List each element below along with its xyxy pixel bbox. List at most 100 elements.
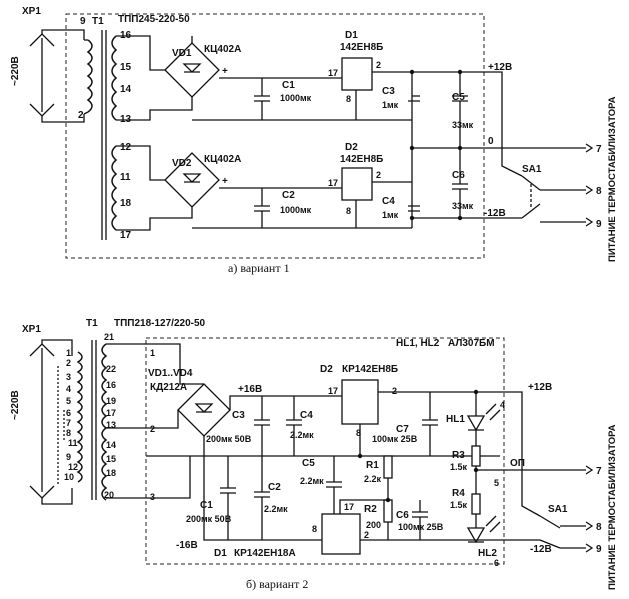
v2-c2-value: 2.2мк xyxy=(264,504,288,514)
v2-caption: б) вариант 2 xyxy=(246,577,308,591)
v1-pin2: 2 xyxy=(78,110,84,121)
v1-c6 xyxy=(452,148,468,218)
v2-t1-type: ТПП218-127/220-50 xyxy=(114,318,206,329)
v2-r2-value: 200 xyxy=(366,520,381,530)
v2-c3 xyxy=(254,396,270,456)
v2-minus12-label: -12В xyxy=(530,544,552,555)
v2-w16: 16 xyxy=(106,380,116,390)
v1-c2-label: C2 xyxy=(282,190,295,201)
v2-w15: 15 xyxy=(106,454,116,464)
v2-w8: 8 xyxy=(66,428,71,438)
v2-r4 xyxy=(471,493,481,515)
v1-d1-pin-out: 2 xyxy=(376,60,381,70)
v2-w2: 2 xyxy=(66,358,71,368)
v2-c4-label: C4 xyxy=(300,410,313,421)
v2-c1-value: 200мк 50В xyxy=(186,514,232,524)
v2-d2-pin-out: 2 xyxy=(392,386,397,396)
v2-plus12-label: +12В xyxy=(528,382,552,393)
v2-w10: 10 xyxy=(64,472,74,482)
v1-out7: 7 xyxy=(596,144,602,155)
v1-d1-chip xyxy=(341,57,373,91)
v2-c7-label: C7 xyxy=(396,424,409,435)
v2-w5: 5 xyxy=(66,396,71,406)
v1-c6-value: 33мк xyxy=(452,201,474,211)
v2-d1-pin-top: 17 xyxy=(344,502,354,512)
v2-c6-label: C6 xyxy=(396,510,409,521)
v2-plug-xp1 xyxy=(29,339,73,505)
v2-r4-label: R4 xyxy=(452,488,465,499)
v1-d2-type: 142ЕН8Б xyxy=(340,154,383,165)
v2-d2-type: КР142ЕН8Б xyxy=(342,364,398,375)
v2-d2-pin-in: 17 xyxy=(328,386,338,396)
v2-c6-value: 100мк 25В xyxy=(398,522,444,532)
v2-c4-value: 2.2мк xyxy=(290,430,314,440)
v2-w18: 18 xyxy=(106,468,116,478)
v1-t1-label: T1 xyxy=(92,16,104,27)
v1-pin15: 15 xyxy=(120,62,132,73)
v1-d2-pin-gnd: 8 xyxy=(346,206,351,216)
v1-d1-pin-gnd: 8 xyxy=(346,94,351,104)
v1-out9: 9 xyxy=(596,219,602,230)
v1-d2-pin-in: 17 xyxy=(328,178,338,188)
v2-d1-type: КР142ЕН18А xyxy=(234,548,296,559)
v2-mains-label: ~220В xyxy=(10,390,21,420)
v1-bridge-vd1 xyxy=(164,36,220,111)
v1-primary-winding xyxy=(86,39,93,113)
v2-w6: 6 xyxy=(66,408,71,418)
v1-c1-label: C1 xyxy=(282,80,295,91)
v2-transformer-core xyxy=(91,340,97,500)
v2-diode-bridge xyxy=(146,343,342,541)
v2-c7-value: 100мк 25В xyxy=(372,434,418,444)
v2-w13: 13 xyxy=(106,420,116,430)
v1-c5-label: C5 xyxy=(452,92,465,103)
v1-vd1-plus: + xyxy=(222,66,228,77)
v2-r3-value: 1.5к xyxy=(450,462,468,472)
v2-sa1-label: SA1 xyxy=(548,504,568,515)
v1-mains-label: ~220В xyxy=(10,56,21,86)
v1-line-plus12 xyxy=(412,71,523,177)
v2-d1-pin-in: 8 xyxy=(312,524,317,534)
v1-c4 xyxy=(408,205,420,212)
v2-w9: 9 xyxy=(66,452,71,462)
v1-sa1-label: SA1 xyxy=(522,164,542,175)
v2-w17: 17 xyxy=(106,408,116,418)
v1-plus12-label: +12В xyxy=(488,62,512,73)
v2-vd-label: VD1..VD4 xyxy=(148,368,193,379)
v1-vd1-type: КЦ402А xyxy=(204,44,241,55)
v2-r3-label: R3 xyxy=(452,450,465,461)
v1-secondary1-winding xyxy=(111,35,118,121)
v1-pin9: 9 xyxy=(80,16,86,27)
v1-c3-label: C3 xyxy=(382,86,395,97)
v1-vd2-type: КЦ402А xyxy=(204,154,241,165)
v2-c2-label: C2 xyxy=(268,482,281,493)
v1-d1-type: 142ЕН8Б xyxy=(340,42,383,53)
v2-r1-label: R1 xyxy=(366,460,379,471)
v2-hl2-led xyxy=(466,527,486,544)
v2-c6 xyxy=(412,500,428,540)
v2-pin20: 20 xyxy=(104,490,114,500)
v2-d1-label: D1 xyxy=(214,548,227,559)
v2-c2 xyxy=(254,456,270,540)
v1-d1-pin-in: 17 xyxy=(328,68,338,78)
v2-out8: 8 xyxy=(596,522,602,533)
v2-pin1: 1 xyxy=(150,348,155,358)
v2-c5-label: C5 xyxy=(302,458,315,469)
v1-vd2-label: VD2 xyxy=(172,158,192,169)
v2-enclosure xyxy=(145,337,505,565)
v2-r1-value: 2.2к xyxy=(364,474,382,484)
v2-w22: 22 xyxy=(106,364,116,374)
v2-w3: 3 xyxy=(66,372,71,382)
v2-primary-winding xyxy=(76,351,83,483)
v2-w12: 12 xyxy=(68,462,78,472)
v2-d2-pin-gnd: 8 xyxy=(356,428,361,438)
v1-out8: 8 xyxy=(596,186,602,197)
v1-pin17: 17 xyxy=(120,230,132,241)
v1-out8-line xyxy=(540,185,594,195)
v2-secondary-winding xyxy=(101,343,108,501)
v2-pin2: 2 xyxy=(150,424,155,434)
v2-pin21: 21 xyxy=(104,332,114,342)
v1-pin14: 14 xyxy=(120,84,132,95)
v1-caption: а) вариант 1 xyxy=(228,261,290,275)
v1-vd2-plus: + xyxy=(222,176,228,187)
v2-c1-label: C1 xyxy=(200,500,213,511)
